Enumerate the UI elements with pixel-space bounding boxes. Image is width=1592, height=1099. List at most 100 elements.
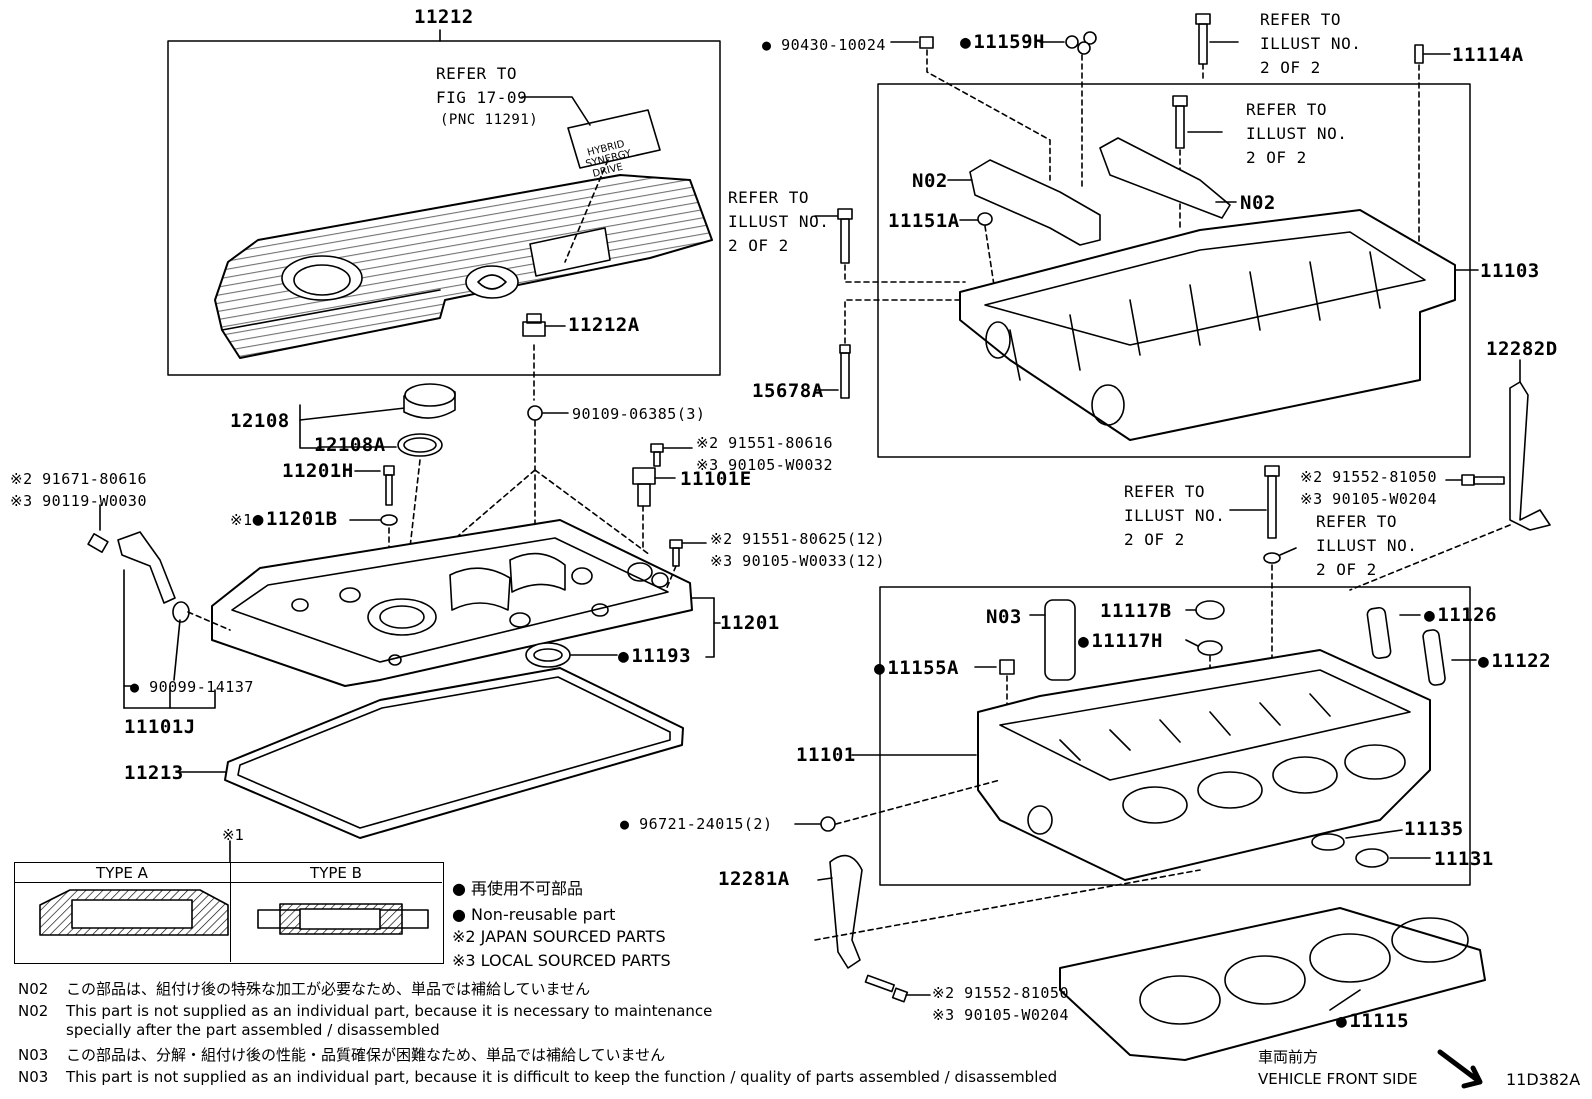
label-96721-text: 96721-24015(2) — [639, 815, 773, 833]
label-12108: 12108 — [230, 410, 290, 432]
label-11126-text: 11126 — [1437, 604, 1498, 626]
type-a-drawing — [39, 889, 229, 936]
label-12281A: 12281A — [718, 868, 790, 890]
label-11201B-text: 11201B — [265, 508, 338, 530]
refer-fig-line3: (PNC 11291) — [440, 112, 539, 128]
label-90105-W0033: ※3 90105-W0033(12) — [710, 552, 886, 570]
note-n02-en-code: N02 — [18, 1002, 49, 1020]
head-cover-gasket — [224, 667, 684, 839]
note-n03-en-code: N03 — [18, 1068, 49, 1086]
label-n02-left: N02 — [912, 170, 948, 192]
refer-illust-3: REFER TO ILLUST NO. 2 OF 2 — [728, 186, 829, 258]
legend-nonreusable-jp: ● 再使用不可部品 — [452, 879, 584, 898]
type-box-header — [14, 862, 442, 883]
refer-fig-line1: REFER TO — [436, 64, 518, 83]
type-a-header: TYPE A — [96, 864, 148, 882]
label-11101: 11101 — [796, 744, 856, 766]
label-11213: 11213 — [124, 762, 184, 784]
type-box-divider — [230, 862, 231, 962]
label-11159H: ●11159H — [960, 31, 1045, 53]
label-90105-W0032: ※3 90105-W0032 — [696, 456, 833, 474]
label-11122: ●11122 — [1478, 650, 1552, 672]
label-11131: 11131 — [1434, 848, 1494, 870]
legend-japan: ※2 JAPAN SOURCED PARTS — [452, 927, 666, 946]
label-90099-text: 90099-14137 — [149, 678, 254, 696]
front-side-en: VEHICLE FRONT SIDE — [1258, 1070, 1418, 1088]
label-n03: N03 — [986, 606, 1022, 628]
label-91551-80625: ※2 91551-80625(12) — [710, 530, 886, 548]
label-91552-top: ※2 91552-81050 — [1300, 468, 1437, 486]
type-b-drawing — [257, 903, 429, 935]
cam-bearing-cap-1 — [969, 159, 1101, 246]
diagram-id: 11D382A — [1506, 1070, 1581, 1089]
refer-illust-4-l1: REFER TO — [1124, 482, 1206, 501]
note-n02-en-2: specially after the part assembled / dis… — [66, 1021, 440, 1039]
refer-illust-5-l2: ILLUST NO. — [1316, 536, 1418, 555]
label-11115-text: 11115 — [1349, 1010, 1410, 1032]
note-n03-jp: この部品は、分解・組付け後の性能・品質確保が困難なため、単品では補給していません — [66, 1046, 666, 1064]
label-11122-text: 11122 — [1491, 650, 1552, 672]
refer-illust-4-l2: ILLUST NO. — [1124, 506, 1226, 525]
label-11159H-text: 11159H — [973, 31, 1045, 53]
front-side-jp: 車両前方 — [1258, 1048, 1319, 1066]
refer-illust-5-l3: 2 OF 2 — [1316, 560, 1377, 579]
label-11193-text: 11193 — [631, 645, 692, 667]
camshaft-housing — [959, 209, 1456, 441]
legend-local: ※3 LOCAL SOURCED PARTS — [452, 951, 671, 970]
label-11126: ●11126 — [1424, 604, 1498, 626]
refer-illust-3-l2: ILLUST NO. — [728, 212, 830, 231]
label-11201H: 11201H — [282, 460, 354, 482]
label-11155A: ●11155A — [874, 657, 959, 679]
label-11201: 11201 — [720, 612, 780, 634]
hybrid-badge: HYBRID SYNERGY DRIVE — [567, 109, 661, 180]
engine-hanger-front — [829, 854, 863, 969]
cylinder-head-cover — [211, 519, 693, 687]
note-n03-jp-code: N03 — [18, 1046, 49, 1064]
refer-illust-4-l3: 2 OF 2 — [1124, 530, 1185, 549]
label-11101J: 11101J — [124, 716, 196, 738]
refer-fig-line2: FIG 17-09 — [436, 88, 528, 107]
label-90430-text: 90430-10024 — [781, 36, 886, 54]
label-90105-W0204-top: ※3 90105-W0204 — [1300, 490, 1437, 508]
note-n02-jp: この部品は、組付け後の特殊な加工が必要なため、単品では補給していません — [66, 980, 591, 998]
refer-illust-1-l2: ILLUST NO. — [1260, 34, 1362, 53]
cylinder-head-gasket — [1059, 907, 1486, 1061]
label-11117B: 11117B — [1100, 600, 1172, 622]
label-11103: 11103 — [1480, 260, 1540, 282]
label-90119: ※3 90119-W0030 — [10, 492, 147, 510]
label-91551-80616: ※2 91551-80616 — [696, 434, 833, 452]
cylinder-head — [977, 649, 1431, 881]
type-box — [14, 862, 444, 964]
label-11114A: 11114A — [1452, 44, 1524, 66]
refer-illust-2-l1: REFER TO — [1246, 100, 1328, 119]
label-11201B: ※1●11201B — [230, 508, 338, 530]
refer-illust-2-l3: 2 OF 2 — [1246, 148, 1307, 167]
label-90430: ● 90430-10024 — [762, 36, 886, 54]
engine-cover-frame — [167, 40, 721, 376]
label-91671: ※2 91671-80616 — [10, 470, 147, 488]
label-90109: 90109-06385(3) — [572, 405, 706, 423]
label-n02-right: N02 — [1240, 192, 1276, 214]
note-n03-en: This part is not supplied as an individu… — [66, 1068, 1058, 1086]
label-11212A: 11212A — [568, 314, 640, 336]
label-91552-bot: ※2 91552-81050 — [932, 984, 1069, 1002]
refer-illust-3-l1: REFER TO — [728, 188, 810, 207]
mark1-box: ※1 — [222, 826, 245, 844]
label-15678A: 15678A — [752, 380, 824, 402]
refer-illust-4: REFER TO ILLUST NO. 2 OF 2 — [1124, 480, 1225, 552]
refer-illust-3-l3: 2 OF 2 — [728, 236, 789, 255]
front-arrow — [1437, 1049, 1483, 1089]
label-90105-W0204-bot: ※3 90105-W0204 — [932, 1006, 1069, 1024]
label-11115: ●11115 — [1336, 1010, 1410, 1032]
label-11193: ●11193 — [618, 645, 692, 667]
label-12282D: 12282D — [1486, 338, 1558, 360]
cam-bearing-cap-2 — [1099, 137, 1231, 219]
label-11117H: ●11117H — [1078, 630, 1163, 652]
type-b-header: TYPE B — [310, 864, 362, 882]
note-n02-jp-code: N02 — [18, 980, 49, 998]
